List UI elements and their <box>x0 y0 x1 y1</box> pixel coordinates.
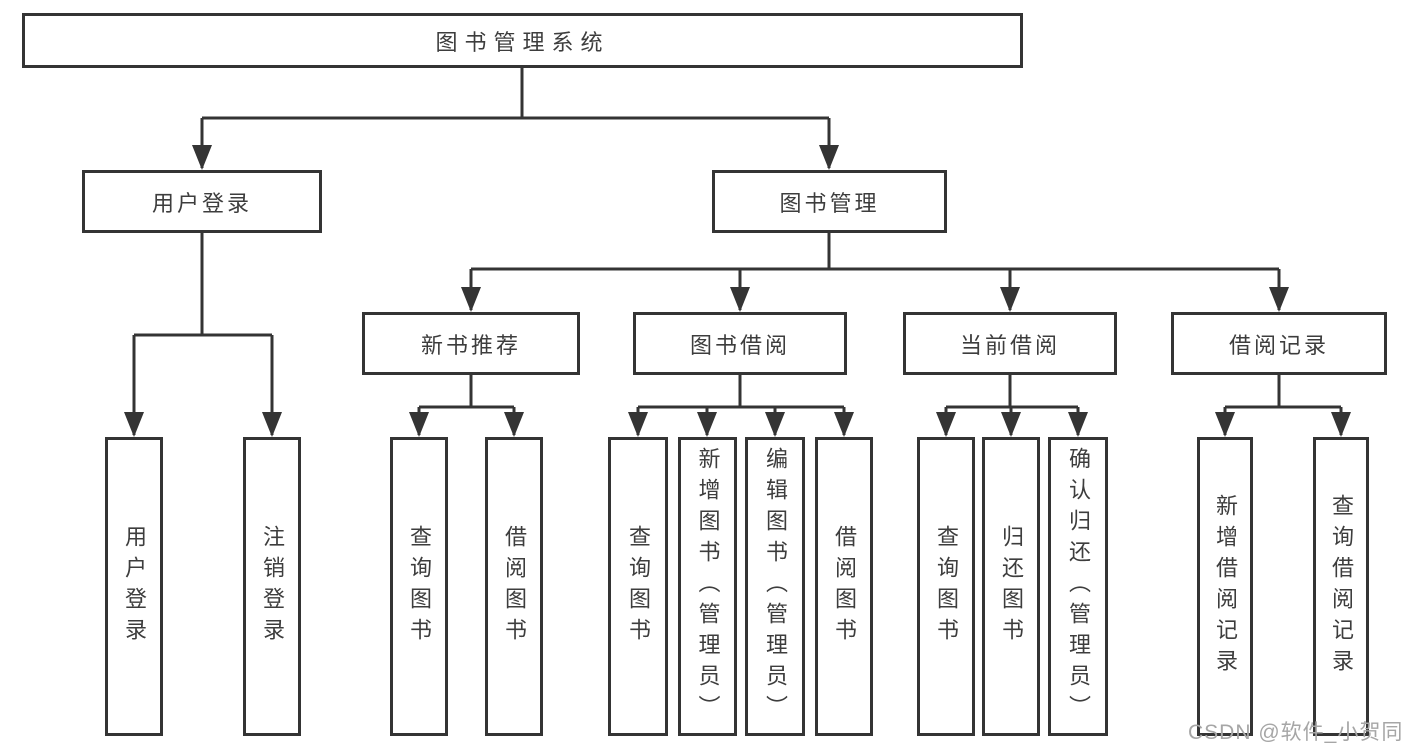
leaf-user-login: 用户登录 <box>105 437 163 736</box>
connector-lines <box>132 68 1343 435</box>
leaf-borrow-books-recommend: 借阅图书 <box>485 437 543 736</box>
arrowhead-icon <box>1215 412 1235 437</box>
arrowhead-icon <box>1000 287 1020 312</box>
arrowhead-icon <box>819 145 839 170</box>
leaf-edit-book-admin: 编辑图书（管理员） <box>745 437 805 736</box>
arrowhead-icon <box>730 287 750 312</box>
arrowhead-icon <box>1068 412 1088 437</box>
leaf-return-book: 归还图书 <box>982 437 1040 736</box>
leaf-query-books-borrow: 查询图书 <box>608 437 668 736</box>
arrowhead-icon <box>1001 412 1021 437</box>
leaf-query-books-recommend: 查询图书 <box>390 437 448 736</box>
arrowhead-icon <box>1331 412 1351 437</box>
arrowhead-icon <box>409 412 429 437</box>
arrowhead-icon <box>504 412 524 437</box>
node-book-borrow: 图书借阅 <box>633 312 847 375</box>
arrowhead-icon <box>124 412 144 437</box>
arrowhead-icon <box>262 412 282 437</box>
leaf-add-borrow-record: 新增借阅记录 <box>1197 437 1253 736</box>
arrowheads <box>124 145 1351 437</box>
arrowhead-icon <box>461 287 481 312</box>
leaf-borrow-books: 借阅图书 <box>815 437 873 736</box>
arrowhead-icon <box>936 412 956 437</box>
arrowhead-icon <box>628 412 648 437</box>
watermark-text: CSDN @软件_小贺同学 <box>1188 721 1404 744</box>
arrowhead-icon <box>192 145 212 170</box>
arrowhead-icon <box>834 412 854 437</box>
node-user-login: 用户登录 <box>82 170 322 233</box>
leaf-logout: 注销登录 <box>243 437 301 736</box>
node-borrow-record: 借阅记录 <box>1171 312 1387 375</box>
node-current-borrow: 当前借阅 <box>903 312 1117 375</box>
leaf-confirm-return-admin: 确认归还（管理员） <box>1048 437 1108 736</box>
arrowhead-icon <box>765 412 785 437</box>
node-library-system: 图书管理系统 <box>22 13 1023 68</box>
leaf-add-book-admin: 新增图书（管理员） <box>678 437 737 736</box>
arrowhead-icon <box>697 412 717 437</box>
arrowhead-icon <box>1269 287 1289 312</box>
leaf-query-borrow-record: 查询借阅记录 <box>1313 437 1369 736</box>
node-book-management: 图书管理 <box>712 170 947 233</box>
node-new-book-recommendation: 新书推荐 <box>362 312 580 375</box>
leaf-query-books-current: 查询图书 <box>917 437 975 736</box>
